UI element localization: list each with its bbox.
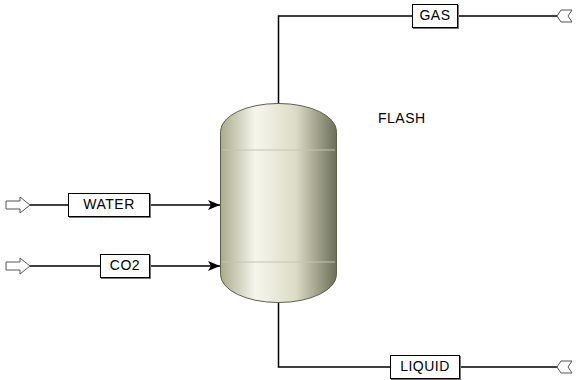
stream-label: WATER bbox=[68, 193, 150, 217]
stream-name: WATER bbox=[83, 197, 135, 212]
vessel-body bbox=[221, 104, 337, 303]
feed-icon bbox=[6, 197, 30, 213]
stream-label: LIQUID bbox=[390, 355, 460, 379]
stream-name: GAS bbox=[419, 8, 450, 23]
stream-name: LIQUID bbox=[400, 359, 450, 374]
vessel-outline bbox=[220, 103, 337, 303]
stream-label: CO2 bbox=[100, 254, 150, 278]
product-icon bbox=[557, 10, 572, 22]
flash-vessel: FLASH bbox=[220, 103, 337, 303]
vessel-seam bbox=[222, 150, 335, 151]
stream-line bbox=[150, 265, 220, 267]
stream-name: FLASH bbox=[378, 111, 426, 126]
vessel-seam bbox=[222, 262, 335, 263]
feed-icon bbox=[6, 258, 30, 274]
stream-line bbox=[279, 16, 413, 103]
stream-name: CO2 bbox=[110, 258, 140, 273]
stream-line bbox=[279, 303, 391, 367]
stream-label: GAS bbox=[412, 4, 458, 28]
product-icon bbox=[557, 361, 572, 373]
stream-line bbox=[150, 204, 220, 206]
